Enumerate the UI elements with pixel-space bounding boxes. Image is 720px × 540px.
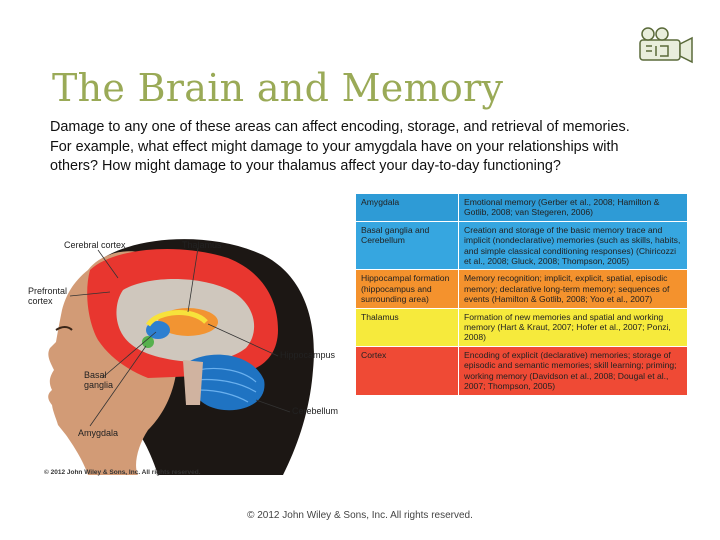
label-thalamus: Thalamus bbox=[182, 240, 222, 250]
table-row: Amygdala Emotional memory (Gerber et al.… bbox=[355, 193, 688, 222]
table-row: Hippocampal formation (hippocampus and s… bbox=[355, 269, 688, 309]
function-cell: Encoding of explicit (declarative) memor… bbox=[458, 345, 688, 396]
function-cell: Creation and storage of the basic memory… bbox=[458, 220, 688, 271]
label-cerebral-cortex: Cerebral cortex bbox=[64, 240, 126, 250]
label-basal-ganglia: Basal ganglia bbox=[84, 370, 114, 390]
region-cell: Amygdala bbox=[355, 193, 459, 222]
region-cell: Hippocampal formation (hippocampus and s… bbox=[355, 269, 459, 309]
label-hippocampus: Hippocampus bbox=[280, 350, 336, 360]
slide-title: The Brain and Memory bbox=[52, 66, 504, 110]
table-row: Basal ganglia and Cerebellum Creation an… bbox=[355, 220, 688, 271]
region-cell: Cortex bbox=[355, 345, 459, 396]
figure-copyright: © 2012 John Wiley & Sons, Inc. All right… bbox=[44, 469, 201, 476]
label-cerebellum: Cerebellum bbox=[292, 406, 339, 416]
label-amygdala: Amygdala bbox=[78, 428, 119, 438]
slide-footer-copyright: © 2012 John Wiley & Sons, Inc. All right… bbox=[247, 510, 473, 521]
table-row: Thalamus Formation of new memories and s… bbox=[355, 307, 688, 347]
function-cell: Emotional memory (Gerber et al., 2008; H… bbox=[458, 193, 688, 222]
brain-memory-table: Amygdala Emotional memory (Gerber et al.… bbox=[355, 193, 688, 396]
brain-diagram: Cerebral cortex Thalamus Prefrontal cort… bbox=[28, 230, 348, 480]
function-cell: Memory recognition; implicit, explicit, … bbox=[458, 269, 688, 309]
region-cell: Thalamus bbox=[355, 307, 459, 347]
table-row: Cortex Encoding of explicit (declarative… bbox=[355, 345, 688, 396]
brain-illustration bbox=[48, 239, 314, 475]
label-prefrontal-cortex: Prefrontal cortex bbox=[28, 286, 68, 306]
function-cell: Formation of new memories and spatial an… bbox=[458, 307, 688, 347]
region-cell: Basal ganglia and Cerebellum bbox=[355, 220, 459, 271]
slide-body-text: Damage to any one of these areas can aff… bbox=[50, 119, 630, 174]
film-camera-logo-icon bbox=[636, 24, 696, 68]
